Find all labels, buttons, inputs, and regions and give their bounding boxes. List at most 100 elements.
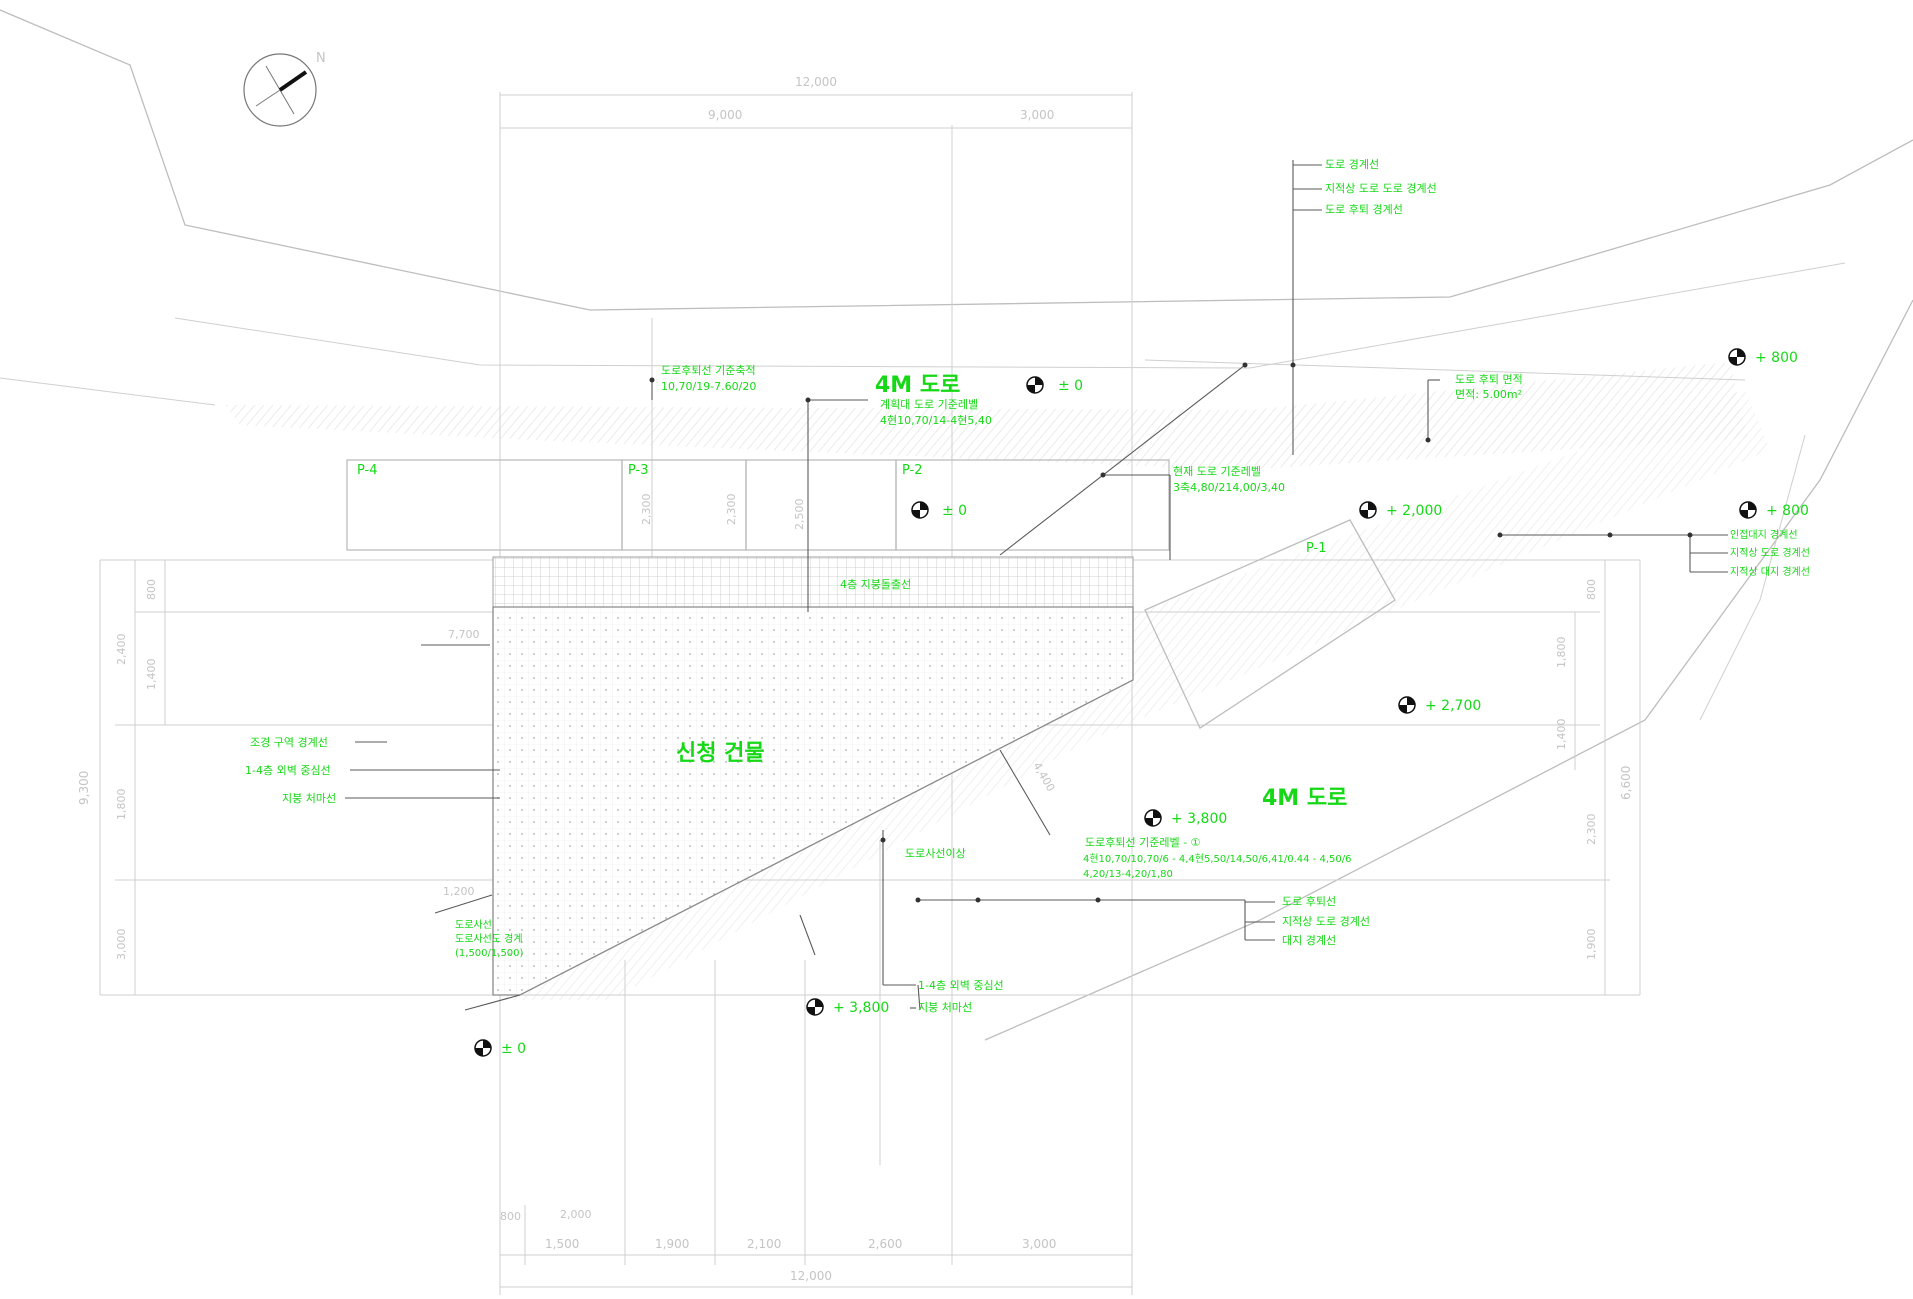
- level-marker-icon: [1739, 501, 1757, 519]
- level-marker-icon: [806, 998, 824, 1016]
- dim-bottom-segment: 2,600: [868, 1237, 902, 1251]
- level-far-left: ± 0: [501, 1041, 526, 1057]
- callout-road-setback-area: 도로 후퇴 면적 면적: 5.00m²: [1455, 373, 1523, 401]
- callout-text: 10,70/19-7.60/20: [661, 380, 756, 393]
- dim-top-segment: 3,000: [1020, 108, 1054, 122]
- callout-text: 1-4층 외벽 중심선: [918, 979, 1004, 992]
- callout-text: 조경 구역 경계선: [250, 736, 328, 749]
- callout-text: 현재 도로 기준레벨: [1173, 465, 1261, 478]
- north-arrow-icon: N: [243, 51, 326, 127]
- leader-lines: [345, 160, 1728, 1011]
- awning-label: 4층 지붕돌출선: [840, 578, 911, 591]
- diagonal-road-shading: [500, 390, 1770, 1000]
- dim-bottom-extra: 800: [500, 1210, 521, 1223]
- callout-text: 지적상 도로 도로 경계선: [1325, 182, 1437, 195]
- callout-text: (1,500/1,500): [455, 948, 524, 959]
- callout-top-setback: 도로후퇴선 기준축적 10,70/19-7.60/20: [661, 364, 756, 393]
- level-top-road: ± 0: [1058, 378, 1083, 394]
- dim-right-segment: 2,300: [1585, 814, 1598, 846]
- callout-text: 도로 후퇴 경계선: [1325, 203, 1403, 216]
- dim-inner-note: 4,400: [1030, 760, 1057, 794]
- level-mid: + 2,700: [1425, 698, 1481, 714]
- level-marker-icon: [1728, 348, 1746, 366]
- dim-right-segment: 1,800: [1555, 637, 1568, 669]
- callout-text: 4현10,70/10,70/6 - 4,4현5,50/14,50/6,41/0.…: [1083, 853, 1351, 865]
- dim-right-segment: 1,900: [1585, 929, 1598, 961]
- callout-text: 지적상 도로 경계선: [1730, 546, 1810, 559]
- road-label-bottom: 4M 도로: [1262, 786, 1347, 811]
- level-marker-icon: [1144, 809, 1162, 827]
- top-road-shading: [225, 362, 1748, 470]
- parking-width: 2,300: [640, 494, 653, 526]
- callout-text: 도로후퇴선 기준축적: [661, 364, 756, 377]
- road-label-top: 4M 도로: [875, 373, 960, 398]
- callout-text: 계획대 도로 기준레벨: [880, 398, 978, 411]
- callout-text: 3축4,80/214,00/3,40: [1173, 481, 1285, 494]
- callout-text: 도로후퇴선 기준레벨 - ①: [1085, 836, 1201, 849]
- dim-left-segment: 3,000: [115, 929, 128, 961]
- dim-right-small: 800: [1585, 579, 1598, 600]
- parking-label-p4: P-4: [357, 463, 378, 478]
- callout-text: 도로사선도 경계: [455, 932, 523, 945]
- callout-left-stack: 조경 구역 경계선 1-4층 외벽 중심선 지붕 처마선: [245, 736, 336, 805]
- terrain-lines: [0, 9, 1913, 406]
- level-east-1: + 800: [1755, 350, 1798, 366]
- callout-bottom-right-stack: 도로 후퇴선 지적상 도로 경계선 대지 경계선: [1282, 895, 1370, 947]
- callout-text: 지적상 대지 경계선: [1730, 565, 1810, 578]
- building-label: 신청 건물: [676, 741, 765, 766]
- callout-text: 1-4층 외벽 중심선: [245, 764, 331, 777]
- parking-width: 2,300: [725, 494, 738, 526]
- dim-left-segment: 1,800: [115, 789, 128, 821]
- level-marker-icon: [1359, 501, 1377, 519]
- level-markers: ± 0 ± 0 + 800 + 2,000 + 800 + 2,700 + 3,…: [474, 348, 1809, 1057]
- callout-text: 대지 경계선: [1282, 934, 1336, 947]
- leader-dots: [649, 362, 1693, 903]
- dim-left-small: 800: [145, 579, 158, 600]
- level-marker-icon: [474, 1039, 492, 1057]
- callout-bottom-stack: 1-4층 외벽 중심선 지붕 처마선: [918, 979, 1004, 1014]
- callout-text: 인접대지 경계선: [1730, 528, 1798, 541]
- callout-text: 도로 후퇴 면적: [1455, 373, 1523, 386]
- level-p2: ± 0: [942, 503, 967, 519]
- level-bottom-left: + 3,800: [833, 1000, 889, 1016]
- dim-top-total: 12,000: [795, 75, 837, 89]
- callout-text: 지적상 도로 경계선: [1282, 915, 1370, 928]
- callout-setback-note: 도로사선이상: [905, 847, 966, 860]
- building-footprint: [492, 606, 1134, 996]
- parking-stalls: [346, 459, 1396, 729]
- dim-bottom-total: 12,000: [790, 1269, 832, 1283]
- level-marker-icon: [911, 501, 929, 519]
- callout-text: 지붕 처마선: [282, 792, 336, 805]
- level-marker-icon: [1026, 376, 1044, 394]
- callout-text: 4,20/13-4,20/1,80: [1083, 869, 1173, 880]
- parking-label-p3: P-3: [628, 463, 649, 478]
- callout-text: 4현10,70/14-4현5,40: [880, 414, 992, 427]
- dim-bottom-segment: 1,500: [545, 1237, 579, 1251]
- level-marker-icon: [1398, 696, 1416, 714]
- dim-bottom-extra: 2,000: [560, 1208, 592, 1221]
- callout-bottom-setback: 도로후퇴선 기준레벨 - ① 4현10,70/10,70/6 - 4,4현5,5…: [1083, 836, 1351, 880]
- dim-bottom-segment: 2,100: [747, 1237, 781, 1251]
- callout-text: 도로사선: [455, 919, 492, 931]
- dim-right-total: 6,600: [1619, 766, 1633, 800]
- parking-label-p2: P-2: [902, 463, 923, 478]
- level-bottom-road: + 3,800: [1171, 811, 1227, 827]
- level-east-2: + 2,000: [1386, 503, 1442, 519]
- dim-left-segment: 2,400: [115, 634, 128, 666]
- callout-current-road: 현재 도로 기준레벨 3축4,80/214,00/3,40: [1173, 465, 1285, 494]
- callout-corner-note: 도로사선 도로사선도 경계 (1,500/1,500): [455, 919, 524, 959]
- callout-text: 지붕 처마선: [918, 1001, 972, 1014]
- callout-top-right: 도로 경계선 지적상 도로 도로 경계선 도로 후퇴 경계선: [1325, 158, 1437, 216]
- dim-left-small: 1,400: [145, 659, 158, 691]
- callout-text: 도로 경계선: [1325, 158, 1379, 171]
- callout-text: 도로 후퇴선: [1282, 895, 1336, 908]
- level-east-3: + 800: [1766, 503, 1809, 519]
- parking-width: 2,500: [793, 499, 806, 531]
- dim-left-total: 9,300: [77, 771, 91, 805]
- parking-label-p1: P-1: [1306, 541, 1327, 556]
- dim-inner-note: 1,200: [443, 885, 475, 898]
- dim-inner-note: 7,700: [448, 628, 480, 641]
- awning-strip: [492, 556, 1134, 608]
- dim-bottom-segment: 3,000: [1022, 1237, 1056, 1251]
